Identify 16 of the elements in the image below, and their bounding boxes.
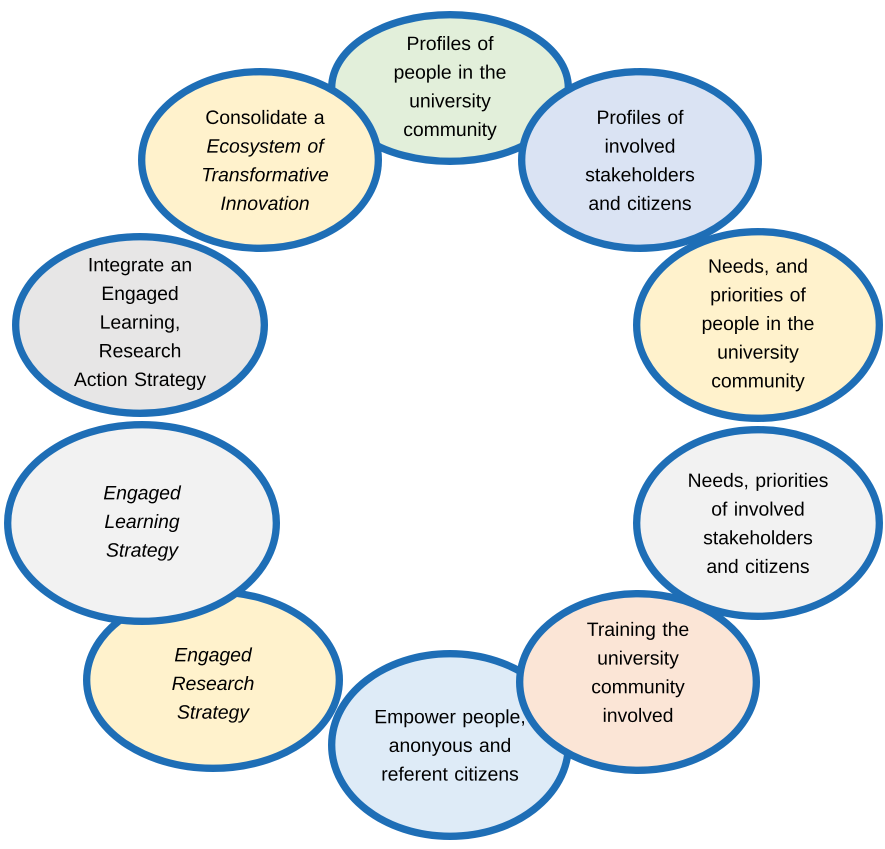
ellipse-node	[12, 233, 268, 417]
node-text: Profiles of involved stakeholders and citizens	[586, 110, 694, 210]
node-text: Integrate an Engaged Learning, Research Action Strategy	[74, 258, 206, 390]
node-text: Profiles of people in the university community	[394, 36, 506, 140]
node-text: Engaged Learning Strategy	[104, 485, 182, 561]
node-text: Needs, priorities of involved stakeholders and citizens	[689, 472, 828, 574]
node-text: Training the university community involved	[587, 622, 688, 722]
ellipse-node	[633, 228, 883, 422]
node-text: Needs, and priorities of people in the university community	[702, 258, 814, 392]
node-text: Empower people, anonyous and referent citizens	[376, 709, 524, 781]
ellipse-node	[633, 426, 883, 620]
ellipse-node	[4, 421, 280, 625]
node-text: Consolidate a Ecosystem of Transformative Innovation	[203, 110, 328, 210]
ellipse-node	[138, 68, 382, 252]
ellipse-node	[518, 68, 762, 252]
node-text: Engaged Research Strategy	[172, 647, 254, 723]
